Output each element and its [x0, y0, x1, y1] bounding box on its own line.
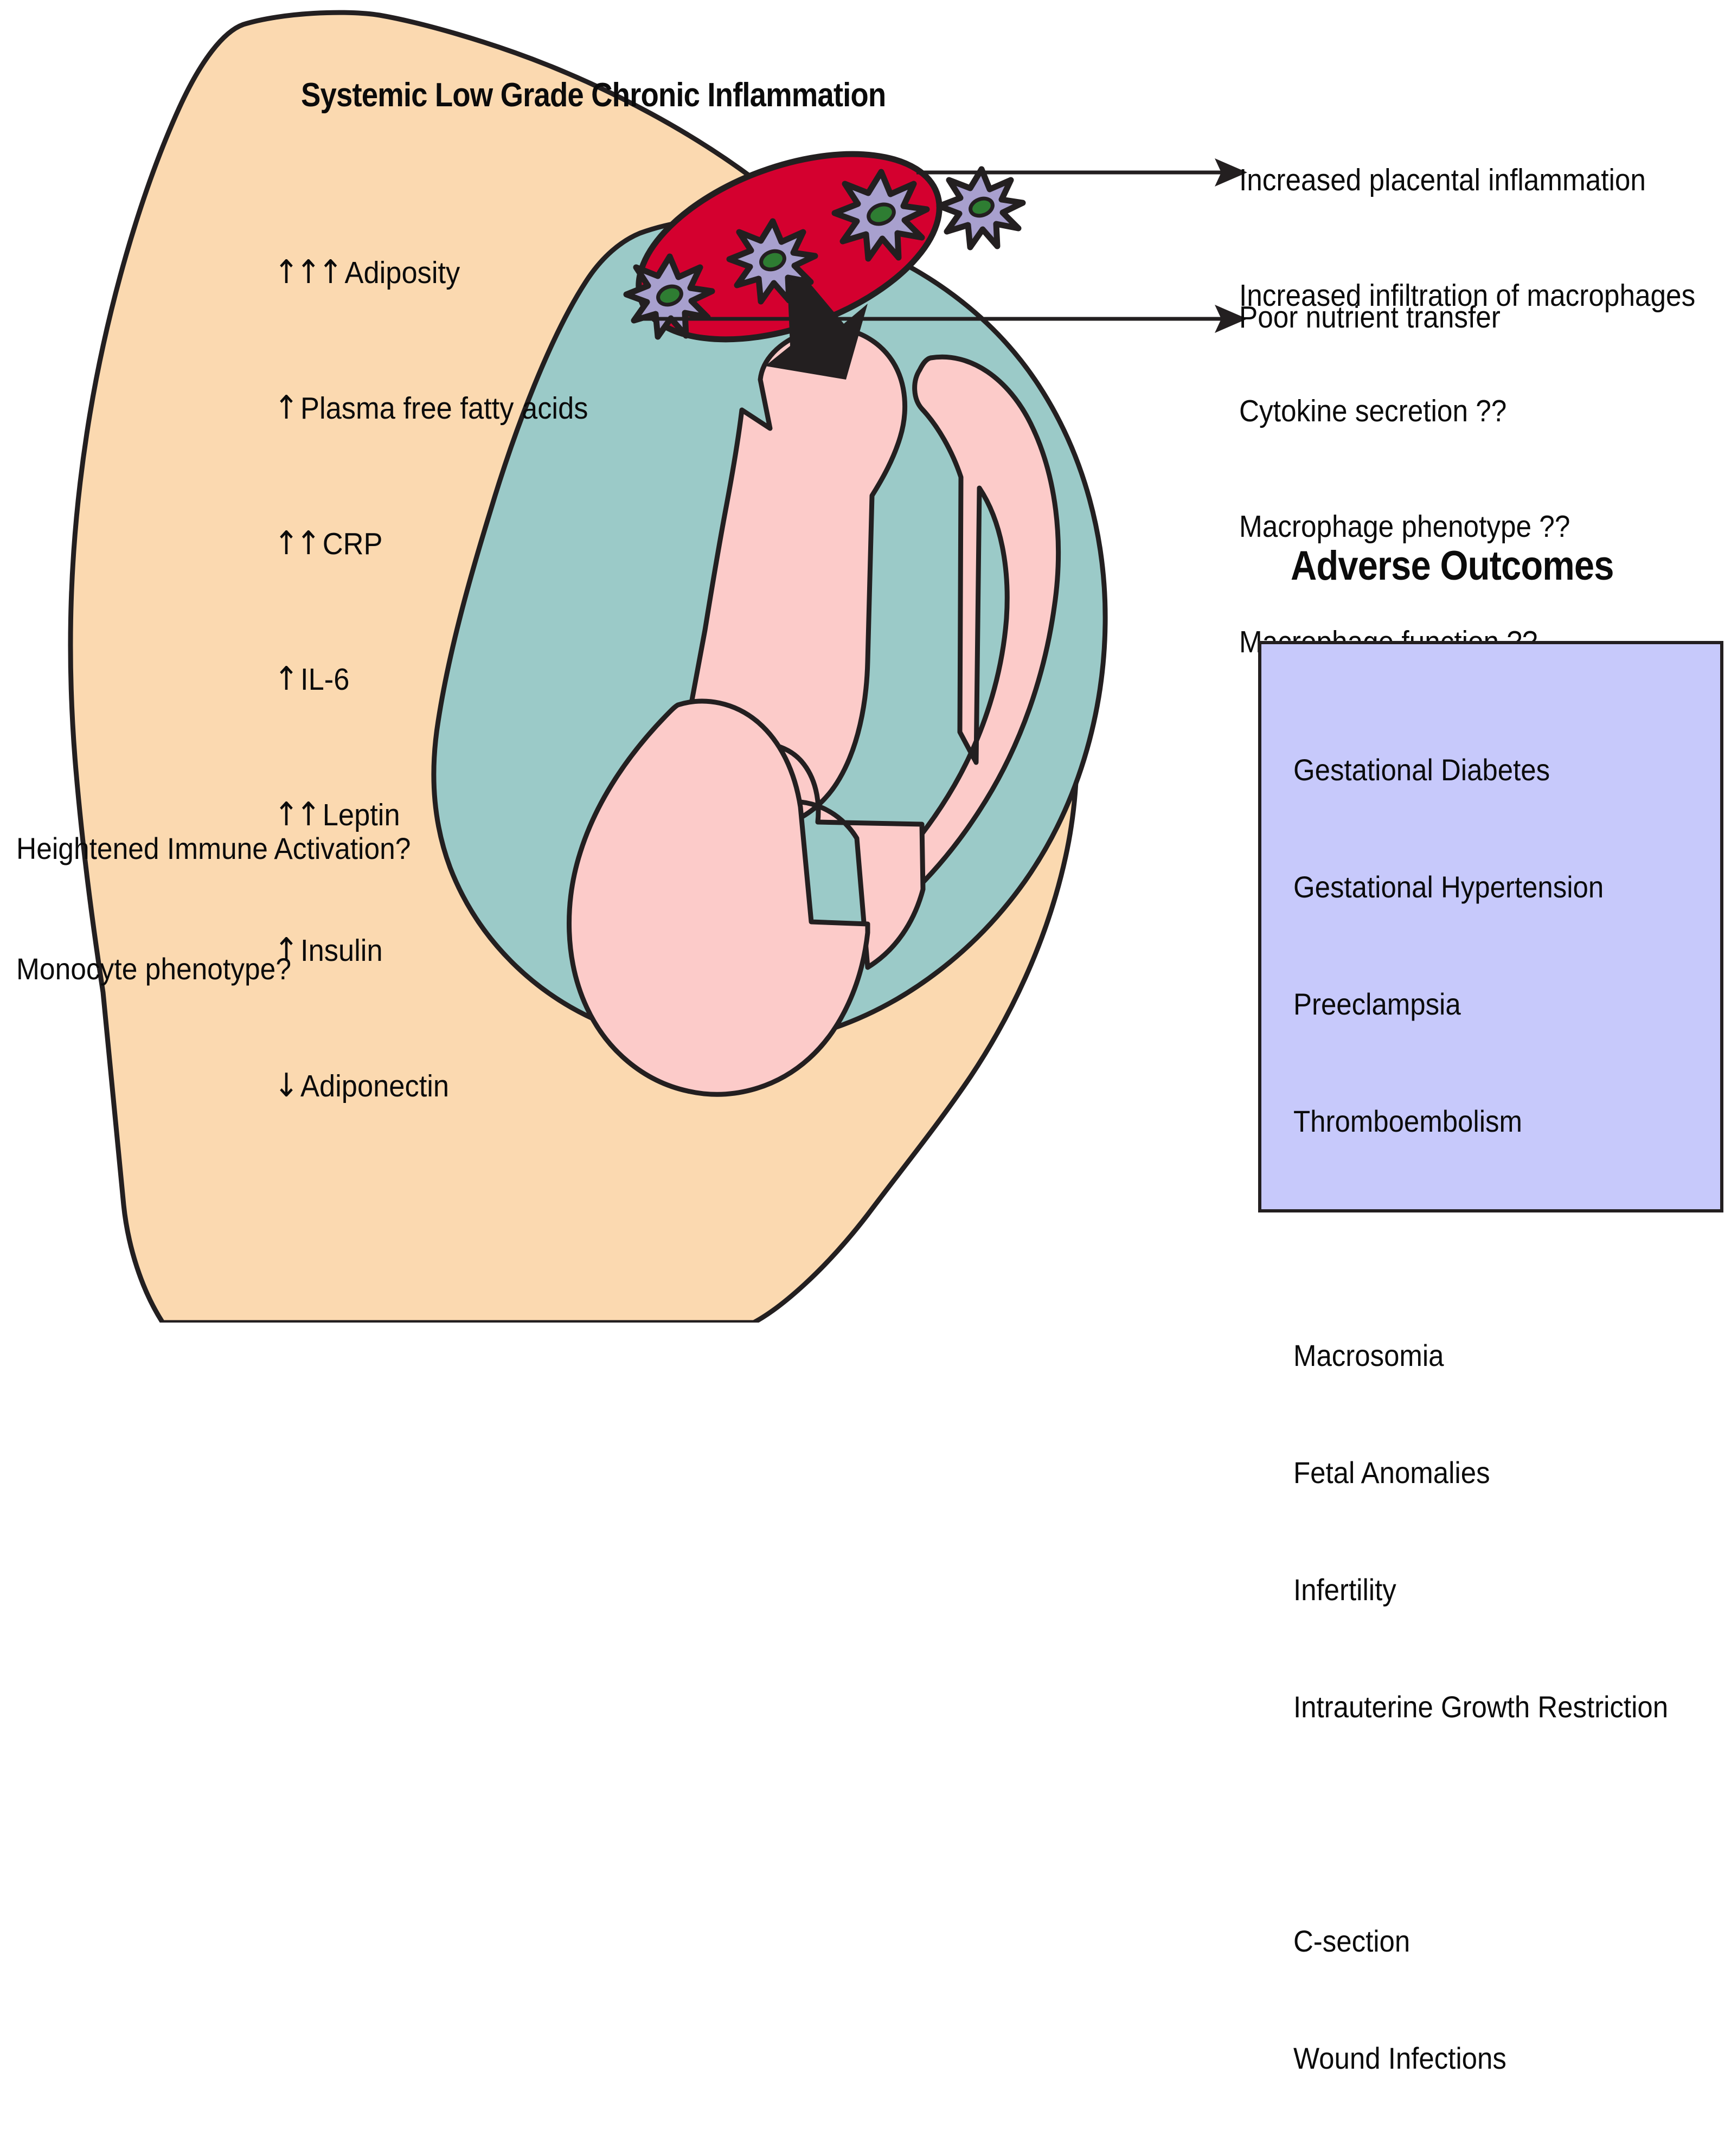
inflammatory-markers-list: ↑↑↑ Adiposity ↑ Plasma free fatty acids …: [274, 160, 588, 1199]
nutrient-transfer-arrow-icon: [765, 276, 868, 380]
outcome-item: Wound Infections: [1293, 2041, 1506, 2075]
macrophage-group: [623, 166, 1026, 340]
placental-effect-line-1: Increased placental inflammation: [1239, 163, 1646, 197]
list-item: ↑ Plasma free fatty acids: [274, 386, 588, 431]
up-arrow-icon: ↑↑: [274, 524, 321, 562]
list-item: ↑↑↑ Adiposity: [274, 250, 588, 296]
list-item: ↑↑ Leptin: [274, 792, 588, 838]
leader-line-nutrient-transfer: [640, 305, 1247, 333]
adverse-outcomes-list: Gestational Diabetes Gestational Hyperte…: [1293, 672, 1668, 2156]
outcome-item: Preeclampsia: [1293, 987, 1461, 1021]
nutrient-transfer-label: Poor nutrient transfer: [1239, 300, 1501, 335]
list-item-label: Insulin: [300, 933, 383, 968]
list-item: ↓ Adiponectin: [274, 1063, 588, 1109]
list-item: ↑ IL-6: [274, 657, 588, 702]
macrophage-icon: [726, 218, 818, 305]
outcome-item: Fetal Anomalies: [1293, 1455, 1490, 1490]
macrophage-icon: [831, 169, 930, 262]
macrophage-nucleus: [867, 202, 896, 226]
macrophage-nucleus: [969, 196, 995, 218]
outcome-item: C-section: [1293, 1924, 1411, 1958]
leader-line-placental-effects: [916, 158, 1247, 187]
list-item-label: Plasma free fatty acids: [300, 391, 588, 426]
placental-effects-list: Increased placental inflammation Increas…: [1239, 84, 1695, 739]
up-arrow-icon: ↑↑↑: [274, 253, 343, 291]
up-arrow-icon: ↑: [274, 931, 299, 969]
list-item-label: Adiposity: [344, 255, 460, 290]
immune-question-line-1: Heightened Immune Activation?: [16, 831, 411, 865]
list-item-label: Adiponectin: [300, 1069, 450, 1103]
fetus: [566, 325, 1061, 1097]
immune-question-line-2: Monocyte phenotype?: [16, 952, 291, 986]
outcome-item: Intrauterine Growth Restriction: [1293, 1690, 1669, 1724]
placental-effect-line-3: Cytokine secretion ??: [1239, 394, 1507, 428]
down-arrow-icon: ↓: [274, 1067, 299, 1105]
up-arrow-icon: ↑↑: [274, 795, 321, 833]
macrophage-nucleus: [656, 284, 683, 307]
outcome-item: Thromboembolism: [1293, 1104, 1522, 1138]
anatomy-illustration: [68, 10, 1247, 1323]
up-arrow-icon: ↑: [274, 660, 299, 698]
outcome-item: Macrosomia: [1293, 1338, 1444, 1372]
placental-effect-line-2: Increased infiltration of macrophages: [1239, 278, 1696, 313]
outcome-item: Infertility: [1293, 1573, 1396, 1607]
list-item: ↑ Insulin: [274, 928, 588, 973]
outcome-item: Gestational Hypertension: [1293, 870, 1604, 904]
figure-canvas: Systemic Low Grade Chronic Inflammation …: [16, 10, 1723, 2075]
list-item-label: IL-6: [300, 662, 350, 697]
up-arrow-icon: ↑: [274, 389, 299, 427]
list-item-label: Leptin: [322, 798, 400, 832]
outcome-group-spacer: [1293, 1805, 1668, 1844]
adverse-outcomes-box: [1258, 641, 1723, 1212]
immune-questions: Heightened Immune Activation? Monocyte p…: [16, 748, 411, 1069]
outcome-item: Gestational Diabetes: [1293, 753, 1550, 787]
macrophage-icon: [936, 166, 1026, 251]
outcome-group-spacer: [1293, 1219, 1668, 1258]
list-item: ↑↑ CRP: [274, 521, 588, 567]
page-title: Systemic Low Grade Chronic Inflammation: [301, 76, 886, 114]
placental-effect-line-4: Macrophage phenotype ??: [1239, 509, 1570, 544]
macrophage-nucleus: [759, 249, 786, 272]
adverse-outcomes-title: Adverse Outcomes: [1291, 543, 1614, 589]
list-item-label: CRP: [322, 527, 383, 561]
